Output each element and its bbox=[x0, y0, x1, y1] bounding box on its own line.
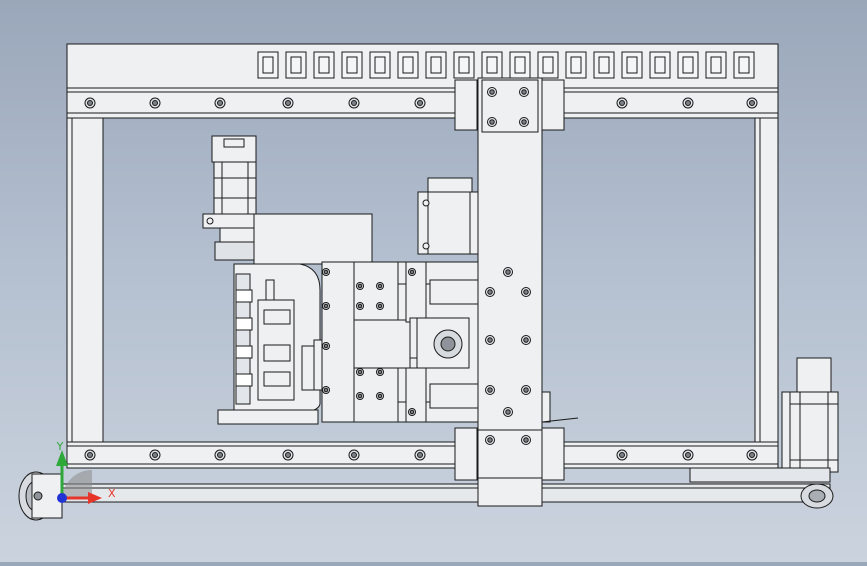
left-pulley[interactable] bbox=[18, 471, 63, 521]
screw-head-icon bbox=[523, 387, 529, 393]
chain-link-window bbox=[738, 56, 750, 74]
chain-link-window bbox=[458, 56, 470, 74]
screw-head-icon bbox=[505, 409, 511, 415]
upper-stepper-motor[interactable] bbox=[202, 135, 272, 261]
chain-link-window bbox=[346, 56, 358, 74]
gripper-tooth bbox=[235, 289, 253, 303]
screw-head-icon bbox=[487, 437, 493, 443]
screw-head-icon bbox=[217, 452, 223, 458]
screw-head-icon bbox=[323, 303, 329, 309]
gearbox-housing bbox=[253, 213, 373, 265]
screw-head-icon bbox=[323, 343, 329, 349]
screw-head-icon bbox=[489, 119, 495, 125]
cable-chain bbox=[257, 51, 755, 79]
screw-head-icon bbox=[357, 303, 363, 309]
x-axis-arrowhead bbox=[88, 492, 102, 504]
screw-head-icon bbox=[323, 269, 329, 275]
carriage-screws bbox=[322, 268, 416, 416]
screw-head-icon bbox=[377, 283, 383, 289]
top-rail-screws bbox=[84, 97, 758, 109]
chain-link-window bbox=[626, 56, 638, 74]
y-axis-label: Y bbox=[56, 440, 64, 453]
screw-head-icon bbox=[521, 89, 527, 95]
coordinate-triad-icon: Y X bbox=[56, 440, 116, 504]
screw-head-icon bbox=[351, 100, 357, 106]
chain-link-window bbox=[570, 56, 582, 74]
chain-link-window bbox=[514, 56, 526, 74]
screw-head-icon bbox=[357, 283, 363, 289]
screw-head-icon bbox=[489, 89, 495, 95]
screw-head-icon bbox=[285, 100, 291, 106]
chain-link-window bbox=[710, 56, 722, 74]
gripper-tooth bbox=[235, 345, 253, 359]
chain-link-window bbox=[262, 56, 274, 74]
chain-link-window bbox=[598, 56, 610, 74]
screw-head-icon bbox=[323, 387, 329, 393]
chain-link-window bbox=[290, 56, 302, 74]
screw-head-icon bbox=[619, 100, 625, 106]
screw-head-icon bbox=[619, 452, 625, 458]
screw-head-icon bbox=[417, 100, 423, 106]
screw-head-icon bbox=[377, 303, 383, 309]
screw-head-icon bbox=[487, 387, 493, 393]
screw-head-icon bbox=[685, 100, 691, 106]
screw-head-icon bbox=[377, 369, 383, 375]
column-screws bbox=[485, 87, 531, 445]
screw-head-icon bbox=[351, 452, 357, 458]
screw-head-icon bbox=[409, 409, 415, 415]
screw-head-icon bbox=[377, 393, 383, 399]
middle-stepper-motor[interactable] bbox=[417, 177, 481, 255]
left-column bbox=[66, 117, 104, 443]
screw-head-icon bbox=[487, 289, 493, 295]
screw-head-icon bbox=[521, 119, 527, 125]
screw-head-icon bbox=[357, 393, 363, 399]
chain-link-window bbox=[318, 56, 330, 74]
screw-head-icon bbox=[523, 289, 529, 295]
screw-head-icon bbox=[749, 452, 755, 458]
gripper-tooth bbox=[235, 317, 253, 331]
x-axis-label: X bbox=[108, 487, 116, 500]
screw-head-icon bbox=[417, 452, 423, 458]
center-carriage[interactable] bbox=[321, 261, 483, 423]
gripper-tooth bbox=[235, 373, 253, 387]
screw-head-icon bbox=[152, 100, 158, 106]
gripper-teeth bbox=[235, 289, 253, 387]
screw-head-icon bbox=[523, 337, 529, 343]
chain-link-window bbox=[430, 56, 442, 74]
screw-head-icon bbox=[217, 100, 223, 106]
chain-link-window bbox=[374, 56, 386, 74]
screw-head-icon bbox=[749, 100, 755, 106]
chain-link-window bbox=[402, 56, 414, 74]
screw-head-icon bbox=[409, 269, 415, 275]
screw-head-icon bbox=[357, 369, 363, 375]
chain-link-window bbox=[542, 56, 554, 74]
screw-head-icon bbox=[685, 452, 691, 458]
screw-head-icon bbox=[285, 452, 291, 458]
screw-head-icon bbox=[505, 269, 511, 275]
screw-head-icon bbox=[87, 452, 93, 458]
y-axis-arrowhead bbox=[56, 450, 68, 466]
screw-head-icon bbox=[87, 100, 93, 106]
z-axis-dot bbox=[57, 493, 67, 503]
bottom-rail-screws bbox=[84, 449, 758, 461]
right-column bbox=[754, 117, 779, 443]
chain-link-window bbox=[682, 56, 694, 74]
right-motor[interactable] bbox=[689, 357, 839, 509]
chain-link-window bbox=[654, 56, 666, 74]
screw-head-icon bbox=[152, 452, 158, 458]
chain-link-window bbox=[486, 56, 498, 74]
screw-head-icon bbox=[487, 337, 493, 343]
screw-head-icon bbox=[523, 437, 529, 443]
